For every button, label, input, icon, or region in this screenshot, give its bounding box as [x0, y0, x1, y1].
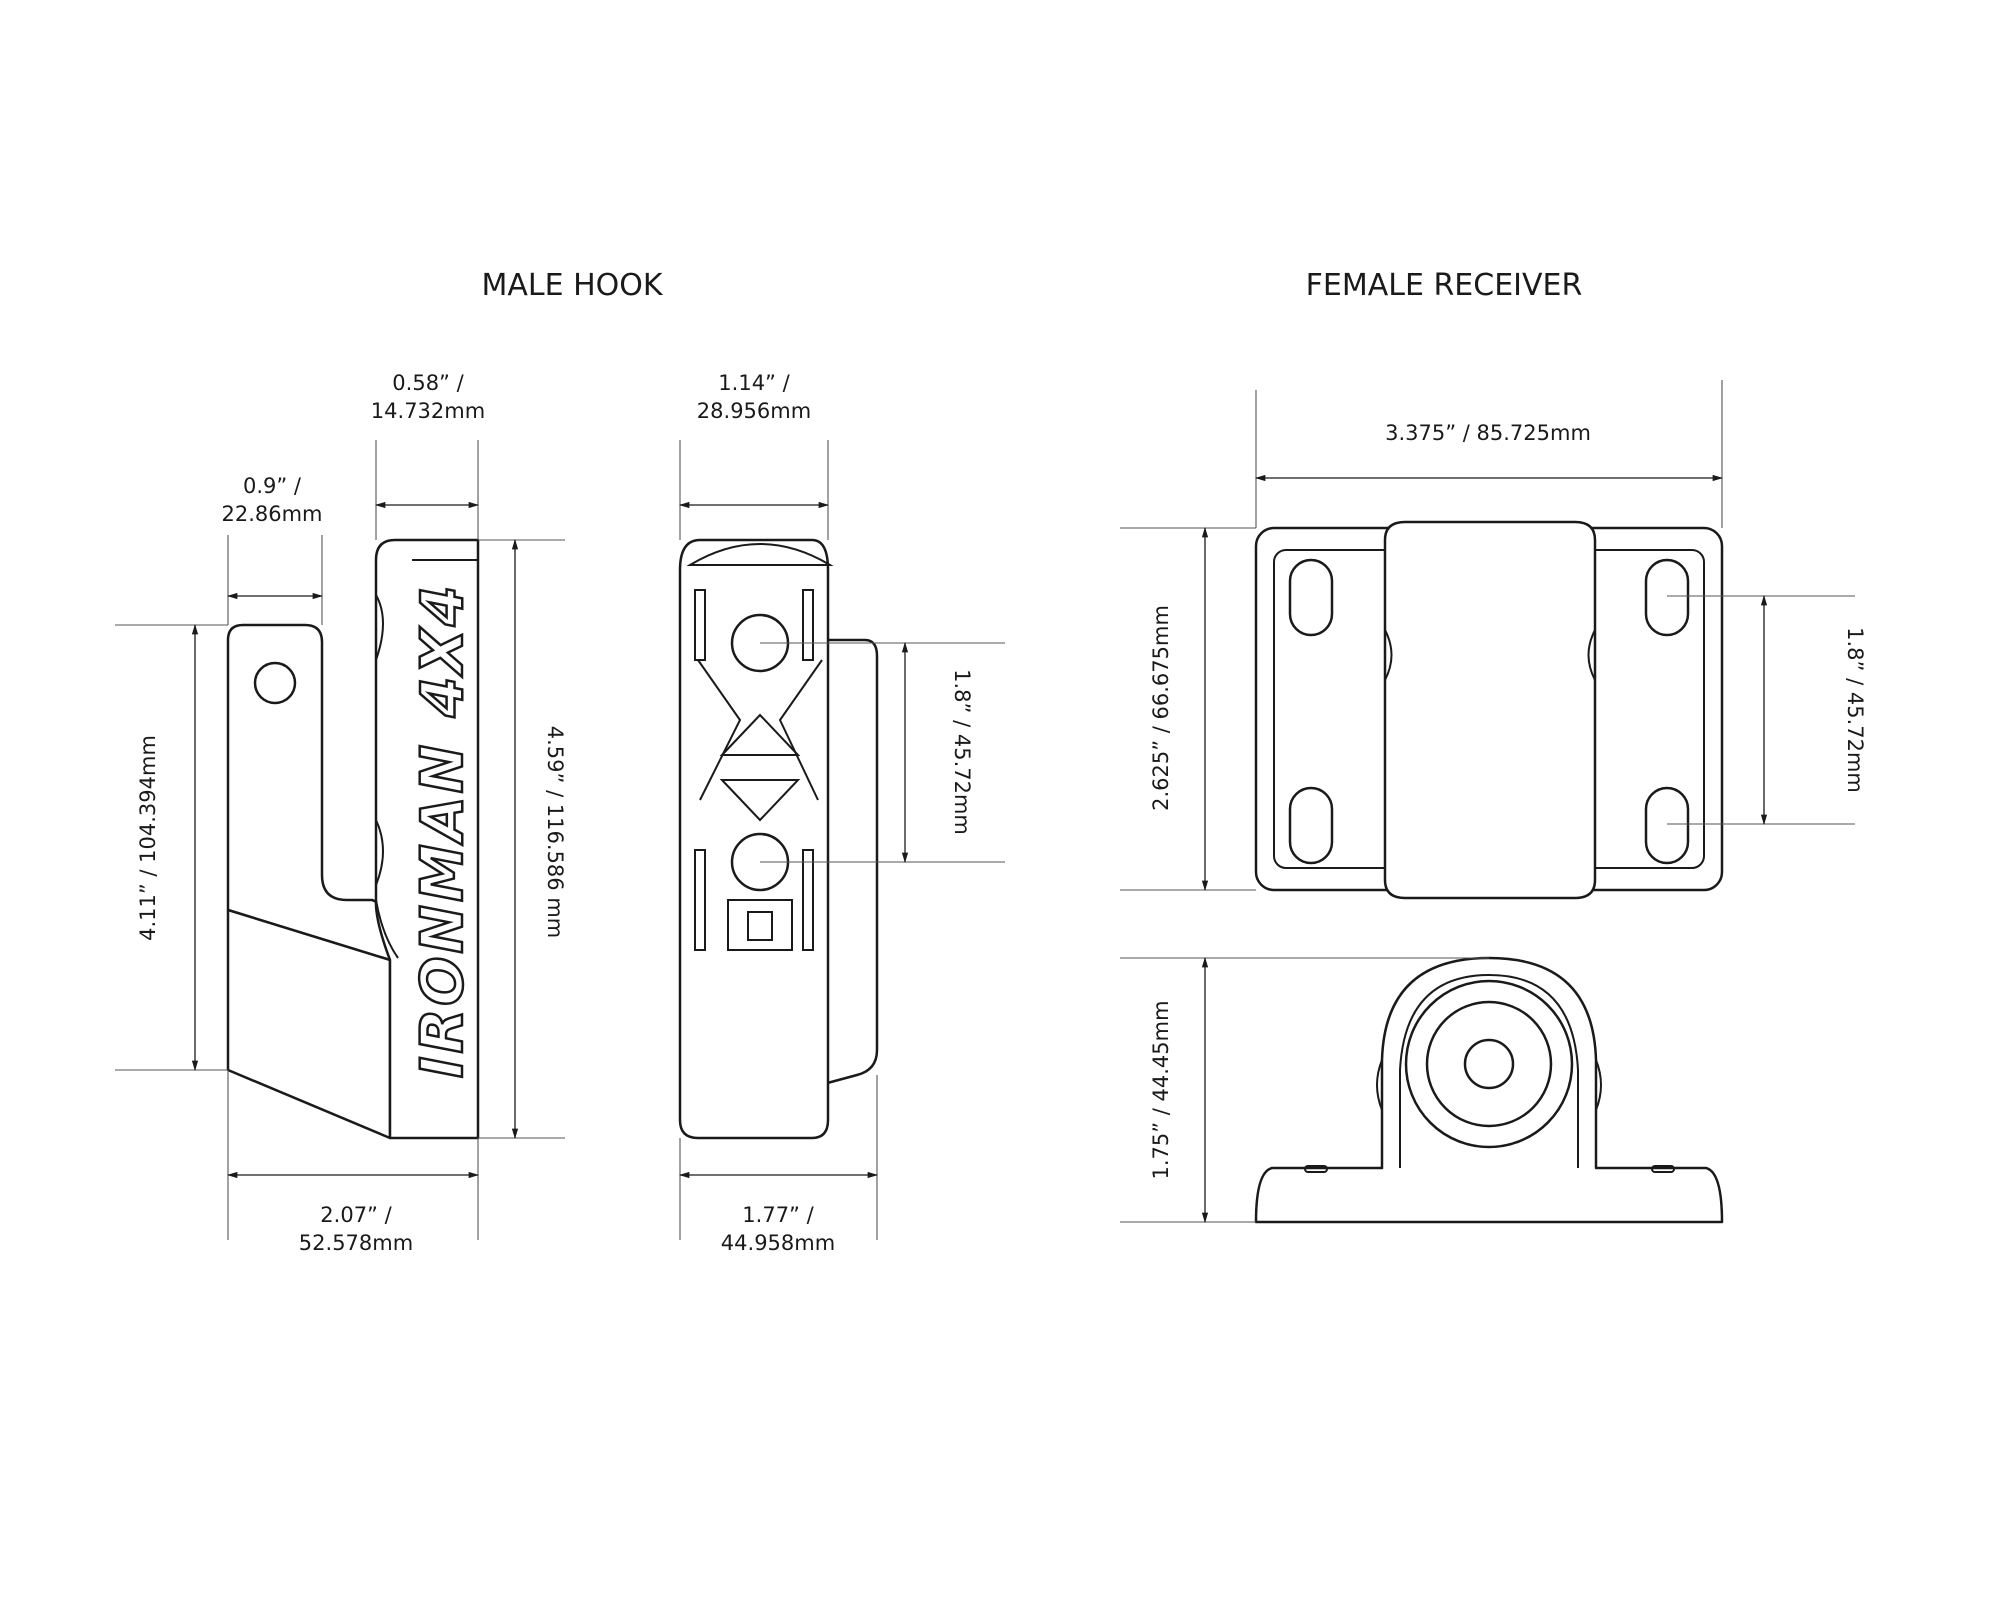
- brand-suffix: 4X4: [408, 583, 476, 718]
- dim-male-side-top-width-line1: 1.14” /: [718, 371, 790, 395]
- female-front-dimensions: 1.75” / 44.45mm: [1120, 956, 1489, 1224]
- dim-male-base-width-line2: 52.578mm: [299, 1231, 413, 1255]
- dim-female-width: 3.375” / 85.725mm: [1385, 421, 1591, 445]
- dim-male-side-base-width-line1: 1.77” /: [742, 1203, 814, 1227]
- female-receiver-top-view: [1254, 520, 1724, 900]
- male-hook-side-view: [678, 538, 879, 1140]
- male-hook-front-view: IRONMAN 4X4: [226, 538, 480, 1140]
- female-top-dimensions: 3.375” / 85.725mm 2.625” / 66.675mm 1.8”…: [1120, 380, 1867, 892]
- mount-slot-top-right: [1644, 558, 1690, 637]
- dim-female-hole-spacing: 1.8” / 45.72mm: [1843, 627, 1867, 793]
- dim-male-top-width-line2: 14.732mm: [371, 399, 485, 423]
- dim-male-slot-width-line2: 22.86mm: [221, 502, 322, 526]
- dim-male-hole-spacing: 1.8” / 45.72mm: [950, 669, 974, 835]
- dim-male-base-width-line1: 2.07” /: [320, 1203, 392, 1227]
- brand-name: IRONMAN: [408, 742, 476, 1078]
- dim-female-height: 1.75” / 44.45mm: [1149, 1000, 1173, 1179]
- male-front-dimensions: 0.58” / 14.732mm 0.9” / 22.86mm 4.11” / …: [115, 371, 567, 1255]
- dim-male-side-height: 4.59” / 116.586 mm: [543, 726, 567, 939]
- mount-slot-bottom-right: [1644, 786, 1690, 865]
- dim-male-top-width-line1: 0.58” /: [392, 371, 464, 395]
- hook-pin-hole: [253, 661, 297, 705]
- dim-male-front-height: 4.11” / 104.394mm: [136, 735, 160, 941]
- male-side-dimensions: 1.14” / 28.956mm 1.8” / 45.72mm 1.77” / …: [678, 371, 1005, 1255]
- female-receiver-front-view: [1254, 956, 1724, 1224]
- mount-slot-bottom-left: [1288, 786, 1334, 865]
- dim-female-depth: 2.625” / 66.675mm: [1149, 605, 1173, 811]
- dim-male-slot-width-line1: 0.9” /: [243, 474, 302, 498]
- mount-slot-top-left: [1288, 558, 1334, 637]
- receiver-bore: [1463, 1038, 1515, 1090]
- dim-male-side-base-width-line2: 44.958mm: [721, 1231, 835, 1255]
- dim-male-side-top-width-line2: 28.956mm: [697, 399, 811, 423]
- female-receiver-title: FEMALE RECEIVER: [1306, 268, 1583, 303]
- male-hook-title: MALE HOOK: [481, 268, 663, 303]
